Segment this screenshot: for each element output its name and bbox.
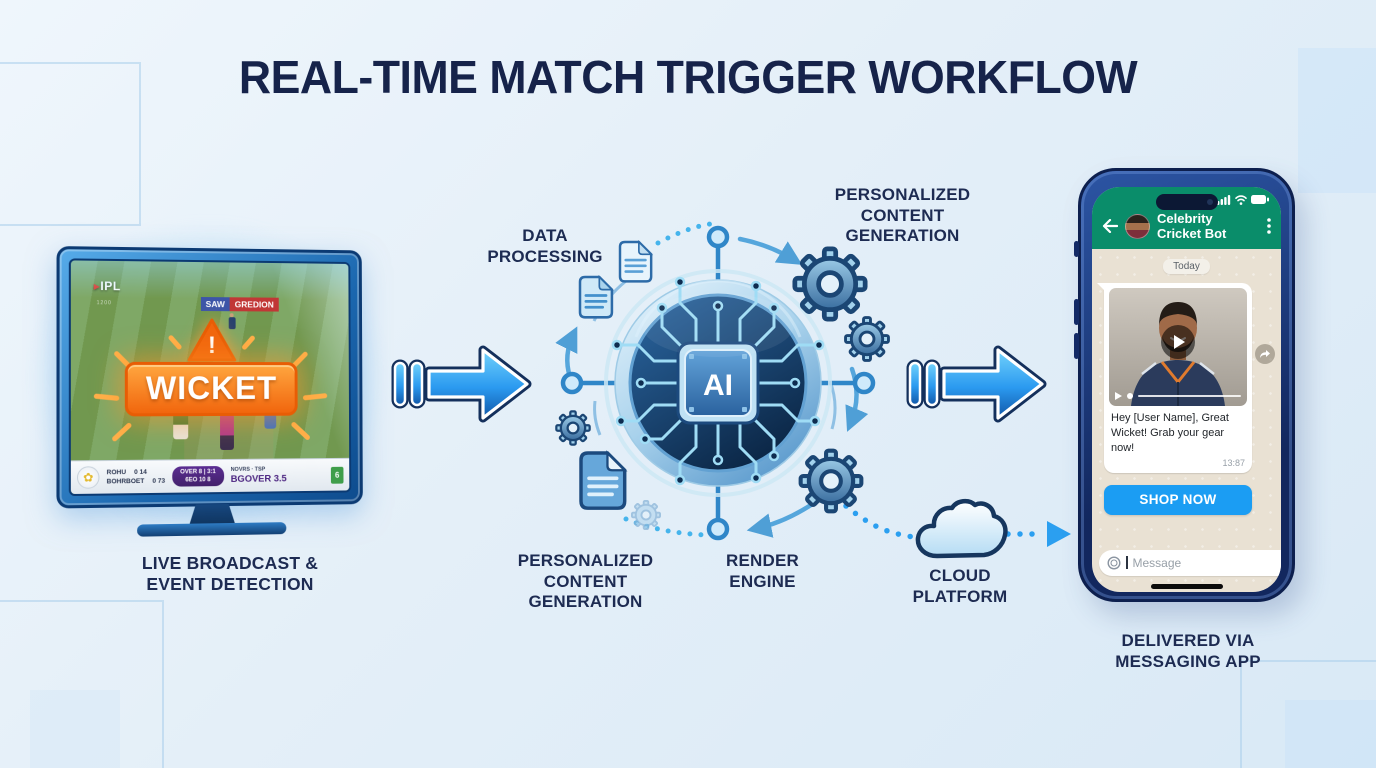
message-input[interactable] xyxy=(1132,555,1281,570)
gear-icon xyxy=(555,410,591,446)
gear-icon xyxy=(795,249,865,319)
orbit-thin-arc xyxy=(593,400,602,436)
circuit-traces xyxy=(620,285,816,477)
status-bar xyxy=(1102,192,1271,207)
forward-arrow-icon xyxy=(1260,350,1270,358)
video-progress-bar xyxy=(1115,392,1241,400)
battery-icon xyxy=(1251,195,1269,204)
ai-core-diagram: AI xyxy=(555,221,890,541)
render-engine-label: RENDER ENGINE xyxy=(726,551,799,591)
kebab-menu-icon[interactable] xyxy=(1267,218,1271,234)
broadcast-caption: LIVE BROADCAST & EVENT DETECTION xyxy=(141,553,319,595)
logo-accent: ▸ xyxy=(93,279,101,294)
dynamic-island xyxy=(1155,194,1218,210)
forward-button[interactable] xyxy=(1255,344,1275,364)
tv-illustration: ▸IPL 1200 SAW GREDION ! xyxy=(25,215,392,540)
orbit-arrow-arc xyxy=(746,500,817,538)
phone-illustration: Celebrity Cricket Bot Today xyxy=(1074,168,1295,602)
document-icon xyxy=(578,274,614,319)
orbit-dotted-arc xyxy=(655,221,713,246)
signal-icon xyxy=(1217,194,1231,205)
corner-decoration xyxy=(0,600,164,768)
back-arrow-icon[interactable] xyxy=(1102,219,1118,233)
wifi-icon xyxy=(1235,194,1247,205)
broadcast-logo: ▸IPL xyxy=(93,279,121,294)
document-icon xyxy=(579,450,628,510)
text-cursor xyxy=(1126,556,1128,569)
tv-stand-neck xyxy=(189,504,235,525)
phone-screen: Celebrity Cricket Bot Today xyxy=(1092,187,1281,592)
corner-decoration xyxy=(1285,700,1376,768)
phone-side-button xyxy=(1074,333,1079,359)
node-dot xyxy=(560,371,584,395)
chat-area: Today xyxy=(1092,249,1281,592)
phone-side-button xyxy=(1074,299,1079,325)
play-button-icon[interactable] xyxy=(1161,325,1195,360)
boundary-badge: 6 xyxy=(330,466,344,484)
data-processing-label: DATA PROCESSING xyxy=(487,226,603,266)
message-text: Hey [User Name], Great Wicket! Grab your… xyxy=(1111,412,1229,454)
orbit-arrow-arc xyxy=(737,236,803,265)
message-input-pill[interactable] xyxy=(1099,549,1281,576)
over-pill: OVER 8 | 3:1 6EO 10 8 xyxy=(172,465,224,487)
mini-play-icon xyxy=(1115,392,1122,400)
node-dot xyxy=(706,225,730,249)
broadcast-logo-sub: 1200 xyxy=(96,300,112,307)
warning-triangle-icon: ! xyxy=(186,317,238,363)
gear-icon xyxy=(801,451,862,512)
stadium-banner: SAW GREDION xyxy=(200,296,279,312)
circuit-terminals xyxy=(611,276,825,486)
tv-frame: ▸IPL 1200 SAW GREDION ! xyxy=(56,246,363,509)
overs-summary: NOVRS · TSP BGOVER 3.5 xyxy=(230,466,287,485)
corner-decoration xyxy=(1240,660,1376,768)
flow-arrow-icon xyxy=(906,345,1047,423)
node-dot xyxy=(852,371,876,395)
delivery-caption: DELIVERED VIA MESSAGING APP xyxy=(1115,631,1261,671)
home-indicator[interactable] xyxy=(1150,584,1223,589)
wicket-alert-banner: WICKET xyxy=(124,361,298,417)
message-timestamp: 13:87 xyxy=(1222,457,1245,468)
page-title: REAL-TIME MATCH TRIGGER WORKFLOW xyxy=(238,51,1138,103)
message-bubble: Hey [User Name], Great Wicket! Grab your… xyxy=(1097,283,1252,473)
phone-side-button xyxy=(1074,241,1079,257)
progress-handle[interactable] xyxy=(1127,393,1133,399)
contact-name: Celebrity Cricket Bot xyxy=(1157,211,1227,241)
node-dot xyxy=(706,517,730,541)
emoji-icon[interactable] xyxy=(1107,555,1121,570)
team-logo: ✿ xyxy=(76,466,100,489)
content-generation-label: PERSONALIZED CONTENT GENERATION xyxy=(834,185,971,246)
orbit-arrow-arc xyxy=(845,366,869,432)
orbit-arrow-arc xyxy=(555,326,578,380)
ai-chip-label: AI xyxy=(703,369,733,402)
chat-header-row: Celebrity Cricket Bot xyxy=(1102,207,1271,249)
date-separator: Today xyxy=(1163,259,1210,274)
document-icon xyxy=(618,240,654,283)
tv-screen: ▸IPL 1200 SAW GREDION ! xyxy=(68,258,352,497)
message-input-bar xyxy=(1099,548,1281,577)
corner-decoration xyxy=(30,690,120,768)
svg-text:!: ! xyxy=(208,332,216,359)
contact-avatar xyxy=(1125,213,1150,239)
stadium-banner-right: GREDION xyxy=(229,296,279,312)
stadium-banner-left: SAW xyxy=(200,296,230,311)
cloud-icon xyxy=(915,498,1008,559)
cloud-platform-label: CLOUD PLATFORM xyxy=(912,566,1008,606)
ai-chip: AI xyxy=(676,341,760,425)
progress-track xyxy=(1138,395,1241,397)
content-generation-label: PERSONALIZED CONTENT GENERATION xyxy=(517,551,654,612)
gear-icon xyxy=(630,499,662,531)
dotted-arrowhead-icon xyxy=(1047,521,1071,547)
video-thumbnail xyxy=(1109,288,1247,406)
shop-now-button[interactable]: SHOP NOW xyxy=(1104,484,1252,515)
umpire-figure xyxy=(220,413,235,450)
gear-icon xyxy=(844,316,890,362)
